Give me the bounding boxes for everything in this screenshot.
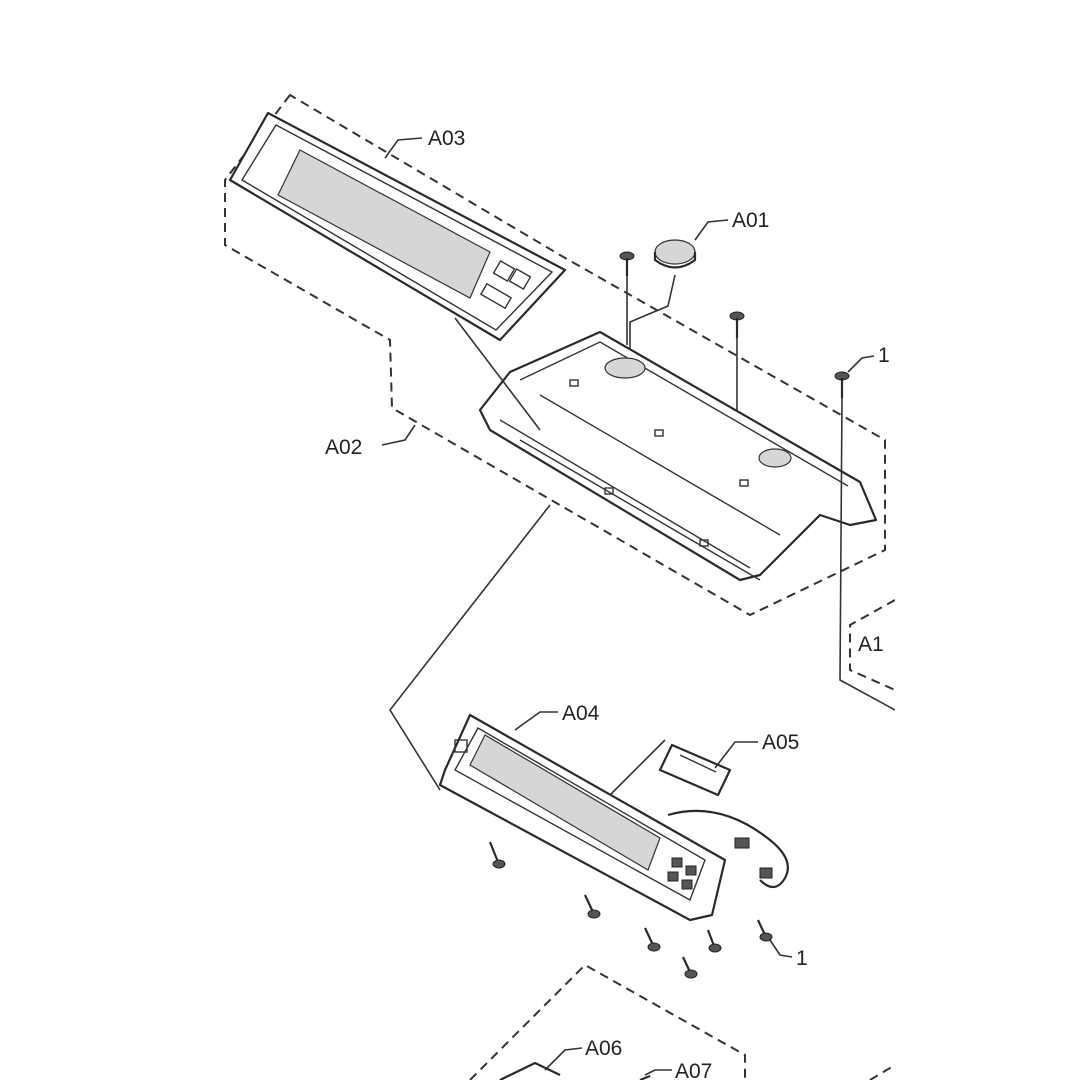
assembly-line-a03-to-a02 [454, 317, 541, 431]
screw-lower-4 [706, 929, 722, 953]
label-a07: A07 [675, 1060, 712, 1080]
upper-assembly-boundary [224, 93, 886, 617]
screw-lower-2 [584, 894, 601, 919]
leader-a04 [514, 711, 558, 731]
lower-group-boundary [469, 963, 746, 1080]
leader-a07 [644, 1069, 672, 1076]
leader-screw-top [847, 355, 875, 373]
part-a06-partial [499, 1061, 561, 1080]
screw-upper-right [834, 371, 850, 398]
part-a02-housing [478, 330, 878, 582]
part-a01-knob [653, 239, 697, 269]
part-a07-partial [639, 1074, 651, 1080]
right-margin [895, 0, 1080, 1080]
screw-upper-left [619, 251, 635, 276]
leader-a02 [381, 424, 416, 446]
leader-a01 [694, 219, 729, 241]
label-a11: A1 [858, 633, 884, 656]
label-screw-top: 1 [878, 344, 890, 367]
leader-a06 [544, 1047, 583, 1071]
screw-lower-5 [682, 956, 698, 979]
label-a05: A05 [762, 731, 799, 754]
leader-screw-bottom [769, 939, 793, 958]
leader-a05 [714, 741, 758, 769]
assembly-line-housing-to-panel [389, 504, 551, 791]
side-group-boundary [849, 599, 896, 691]
label-a06: A06 [585, 1037, 622, 1060]
label-a03: A03 [428, 127, 465, 150]
part-a04-front-panel [438, 713, 727, 922]
label-a04: A04 [562, 702, 600, 725]
leader-a03 [384, 137, 423, 159]
assembly-line-knob [629, 274, 676, 350]
assembly-line-board [609, 739, 666, 796]
label-a02: A02 [325, 436, 362, 459]
screw-lower-1 [488, 841, 506, 869]
lower-right-boundary [869, 1064, 896, 1080]
screw-lower-6 [757, 919, 773, 942]
screw-upper-middle [729, 311, 745, 338]
part-a03-display-panel [228, 111, 567, 342]
assembly-line-screw-right [839, 397, 896, 711]
part-a05-circuit-board [658, 743, 789, 889]
label-a01: A01 [732, 209, 769, 232]
label-screw-bottom: 1 [796, 947, 808, 970]
screw-lower-3 [644, 927, 661, 952]
